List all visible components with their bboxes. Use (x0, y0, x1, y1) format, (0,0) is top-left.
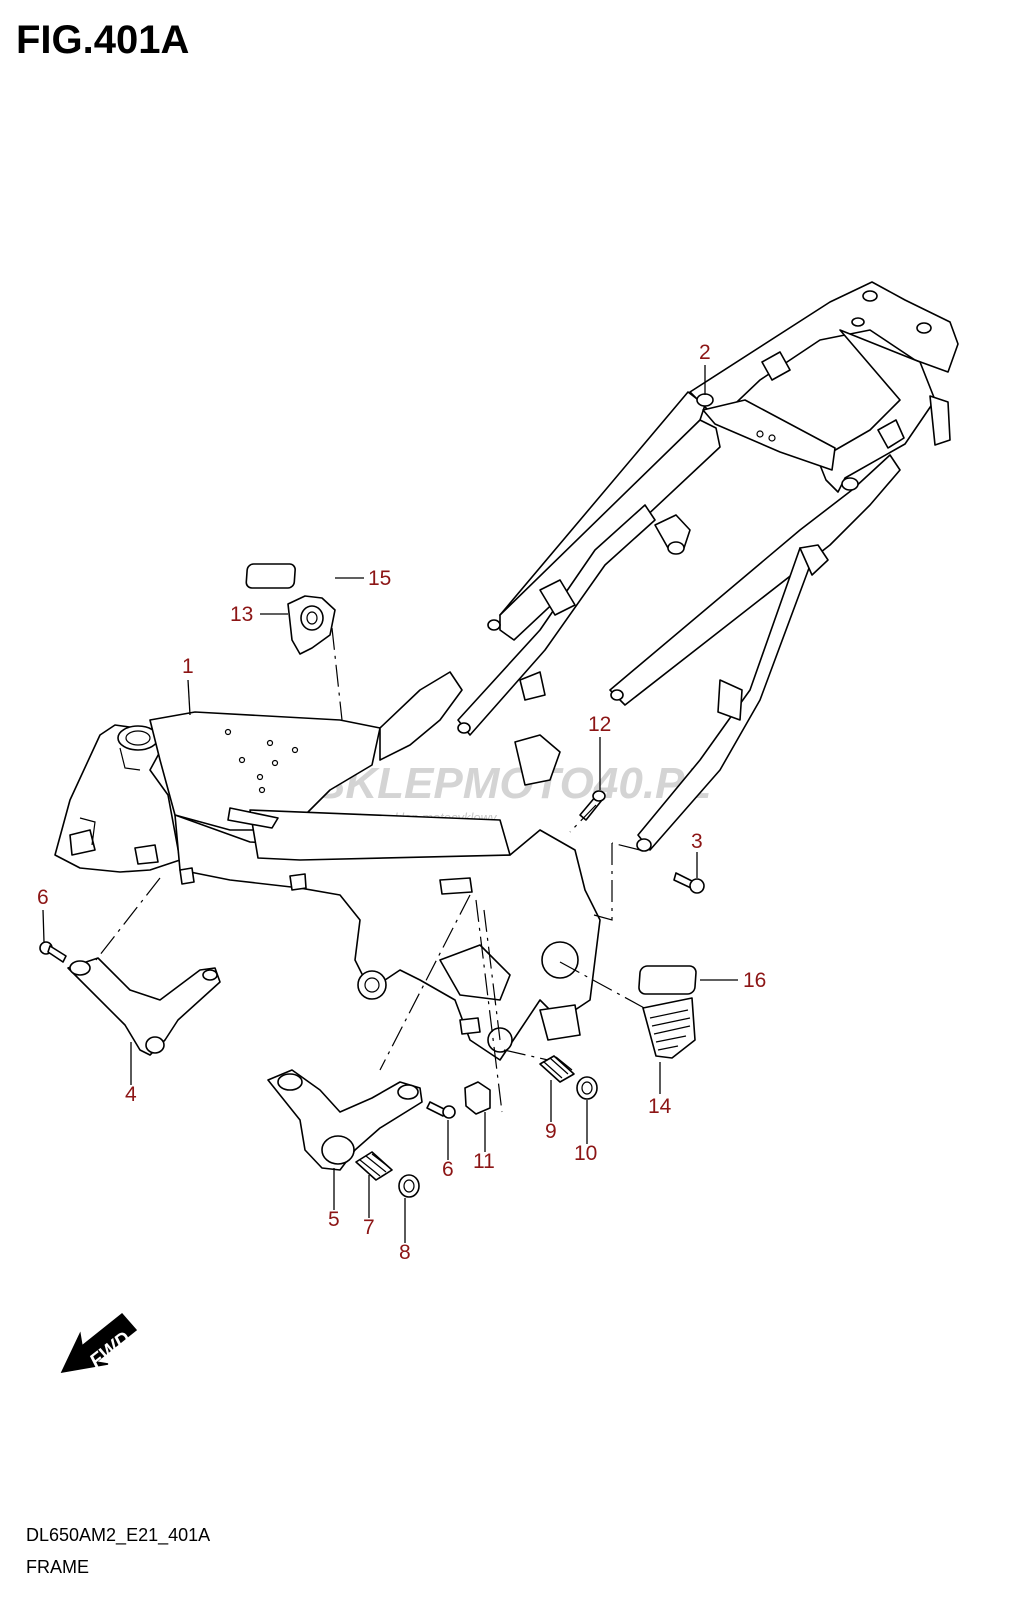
part-9-spacer (539, 1055, 575, 1083)
callout-numbers: 1 2 3 4 5 6 6 7 8 9 10 11 12 13 14 15 16 (37, 341, 766, 1264)
part-4-bracket (67, 957, 221, 1056)
callout-15: 15 (368, 567, 391, 590)
callout-3: 3 (691, 830, 703, 853)
watermark: SKLEPMOTO40.PL internetowy sklep motocyk… (316, 759, 711, 825)
leader-lines (42, 365, 738, 1243)
part-8-nut (398, 1174, 420, 1198)
figure-caption: FRAME (26, 1557, 89, 1577)
part-14-cover (642, 997, 696, 1059)
callout-6-left: 6 (37, 886, 49, 909)
part-10-nut (576, 1076, 598, 1100)
main-frame (54, 671, 601, 1061)
part-15-pad (245, 563, 296, 589)
callout-2: 2 (699, 341, 711, 364)
callout-8: 8 (399, 1241, 411, 1264)
part-6-bolt-left (39, 941, 67, 963)
callout-1: 1 (182, 655, 194, 678)
part-7-spacer (355, 1151, 393, 1181)
part-11-collar (464, 1081, 491, 1115)
callout-6-right: 6 (442, 1158, 454, 1181)
callout-5: 5 (328, 1208, 340, 1231)
part-12-bolt (579, 790, 606, 821)
assembly-lines (95, 627, 649, 1113)
callout-9: 9 (545, 1120, 557, 1143)
callout-10: 10 (574, 1142, 597, 1165)
part-6-bolt-right (426, 1101, 456, 1119)
part-16-pad (638, 965, 697, 995)
watermark-text: SKLEPMOTO40.PL (316, 759, 711, 808)
figure-code: DL650AM2_E21_401A (26, 1525, 211, 1545)
callout-12: 12 (588, 713, 611, 736)
callout-4: 4 (125, 1083, 137, 1106)
part-5-bracket (267, 1069, 423, 1171)
callout-16: 16 (743, 969, 766, 992)
part-13-mount (287, 595, 336, 655)
callout-14: 14 (648, 1095, 672, 1118)
callout-11: 11 (473, 1150, 495, 1173)
callout-7: 7 (363, 1216, 375, 1239)
rear-subframe (457, 281, 959, 852)
fwd-arrow: FWD (60, 1312, 138, 1373)
callout-13: 13 (230, 603, 253, 626)
figure-title: FIG.401A (16, 18, 190, 62)
part-3-bolt (673, 872, 705, 894)
